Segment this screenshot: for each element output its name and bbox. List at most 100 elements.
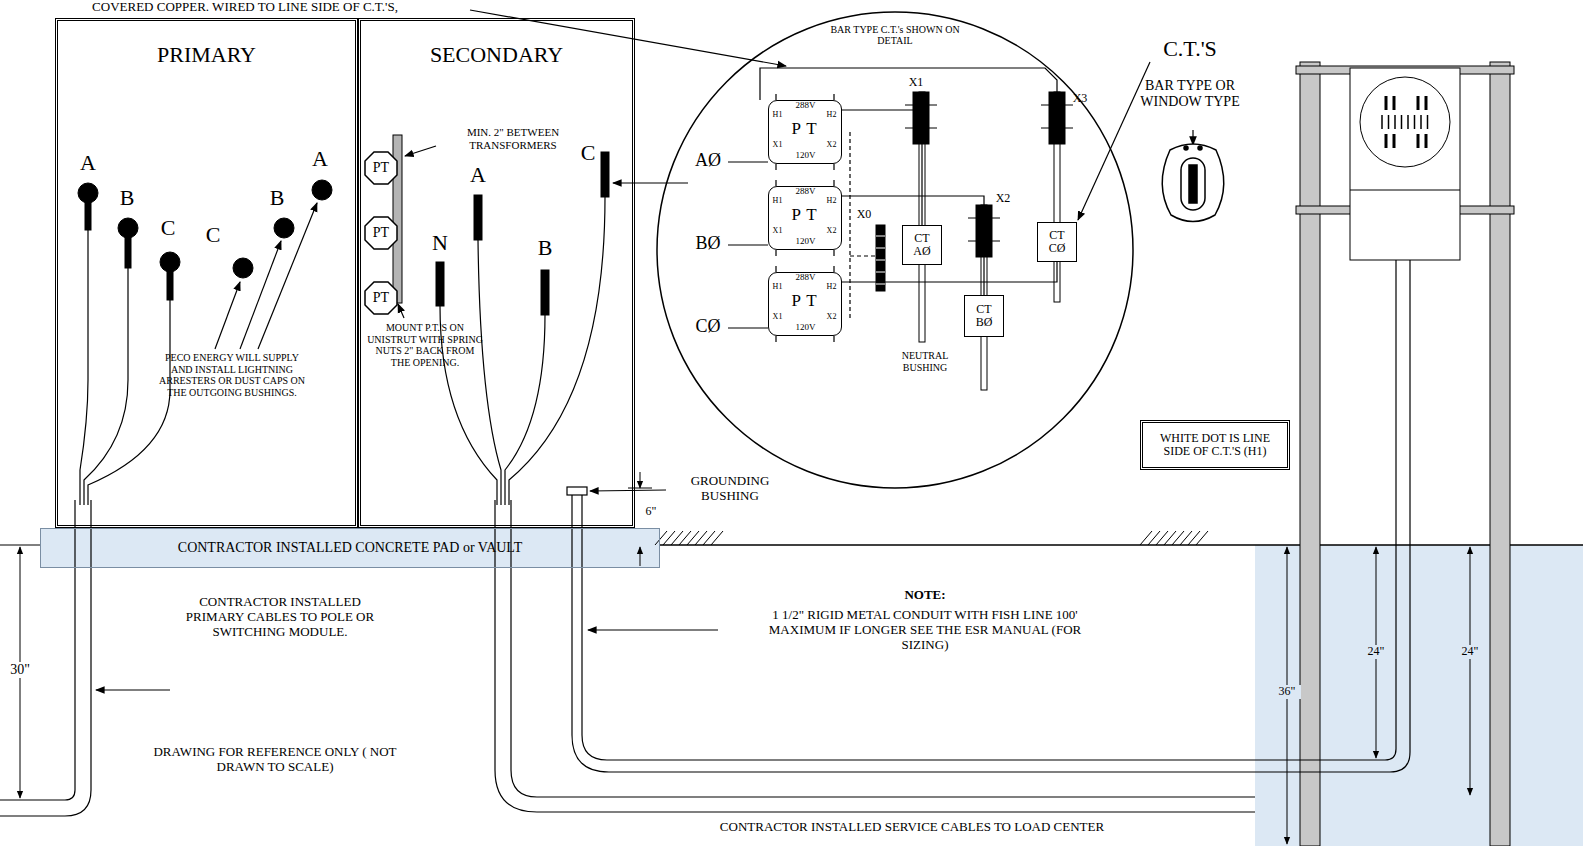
- primary-bushings: [233, 258, 253, 278]
- phase-letter: C: [201, 222, 225, 247]
- potential-transformer: PT: [364, 216, 398, 250]
- terminal-name: X1: [769, 141, 787, 149]
- meter-face: [1414, 115, 1416, 129]
- ground-areas: [660, 544, 1583, 546]
- terminal-name: H1: [769, 111, 787, 119]
- drawing-note: DRAWING FOR REFERENCE ONLY ( NOT DRAWN T…: [135, 745, 415, 775]
- leader-arrows: [405, 146, 436, 156]
- phase-letter: B: [533, 235, 557, 260]
- meter-face: [1393, 96, 1396, 110]
- secondary-bushings: [474, 195, 482, 240]
- transformer-label: P T: [780, 292, 830, 309]
- callout-note: GROUNDING BUSHING: [665, 474, 795, 504]
- meter-face: [1417, 96, 1420, 110]
- dimension-label: 6": [639, 505, 663, 519]
- utility-pole: [1296, 62, 1514, 846]
- primary-cables: [88, 300, 170, 505]
- ground-conduit: [567, 487, 587, 495]
- secondary-bushings: [541, 270, 549, 315]
- part-name: C.T.'S: [1140, 36, 1240, 61]
- primary-cables: [0, 500, 75, 800]
- meter-face: [1381, 115, 1383, 129]
- primary-cables: [0, 500, 91, 816]
- secondary-bushings: [601, 152, 609, 197]
- secondary-cables: [478, 240, 501, 505]
- primary-bushings: [78, 180, 332, 300]
- meter-face: [1420, 115, 1422, 129]
- detail-wiring: [850, 255, 876, 256]
- ground-conduit: [567, 260, 1410, 772]
- terminal-name: X2: [823, 227, 841, 235]
- leader-arrows: [1078, 62, 1150, 220]
- terminal-name: H1: [769, 283, 787, 291]
- callout-note: CONTRACTOR INSTALLED SERVICE CABLES TO L…: [652, 820, 1172, 835]
- ct-bars: [1041, 105, 1073, 128]
- current-transformer: CT AØ: [902, 225, 942, 265]
- octagon-outline: [365, 282, 397, 314]
- ground-areas: [40, 528, 1583, 846]
- callout-note: CONTRACTOR INSTALLED PRIMARY CABLES TO P…: [170, 595, 390, 640]
- leader-arrows: [590, 490, 666, 491]
- phase-name: BØ: [688, 233, 728, 254]
- ct-bars: [876, 225, 885, 291]
- terminal-name: X1: [769, 227, 787, 235]
- primary-bushings: [312, 180, 332, 200]
- secondary-bushings: [436, 262, 444, 306]
- detail-wiring: [728, 244, 768, 245]
- leader-arrows: [215, 282, 240, 349]
- octagon-outline: [365, 152, 397, 184]
- dimension-label: 24": [1362, 645, 1390, 659]
- wire: [842, 196, 984, 295]
- leader-arrows: [240, 241, 281, 349]
- soil-hatching: [711, 531, 723, 545]
- potential-transformer: PT: [364, 281, 398, 315]
- primary-cables: [80, 230, 88, 505]
- current-transformer: CT CØ: [1037, 222, 1077, 262]
- primary-bushings: [274, 218, 294, 238]
- drawing-note: 1 1/2" RIGID METAL CONDUIT WITH FISH LIN…: [760, 608, 1090, 653]
- leader-arrows: [588, 629, 718, 630]
- leader-arrows: [1192, 130, 1193, 145]
- voltage-rating: 120V: [788, 237, 824, 246]
- phase-letter: B: [265, 185, 289, 210]
- dimension-lines: [0, 545, 40, 546]
- concrete-pad-label: CONTRACTOR INSTALLED CONCRETE PAD or VAU…: [175, 540, 525, 555]
- meter-face: [1394, 115, 1396, 129]
- callout-note: MIN. 2" BETWEEN TRANSFORMERS: [438, 126, 588, 151]
- window-ct-symbol: [1162, 144, 1224, 222]
- potential-transformer-label: PT: [370, 225, 392, 240]
- concrete-pad: CONTRACTOR INSTALLED CONCRETE PAD or VAU…: [40, 528, 660, 568]
- soil-hatching: [1196, 531, 1208, 545]
- octagon-outline: [365, 217, 397, 249]
- potential-transformer-label: PT: [370, 160, 392, 175]
- pt-detail-box: 288VH1H2P TX1X2120V: [768, 186, 842, 250]
- window-ct-symbol: [1181, 158, 1205, 210]
- phase-letter: C: [156, 215, 180, 240]
- terminal-name: H2: [823, 197, 841, 205]
- dimension-lines: [0, 472, 1470, 844]
- terminal-name: X1: [769, 313, 787, 321]
- phase-name: AØ: [688, 150, 728, 171]
- dimension-label: 24": [1456, 645, 1484, 659]
- window-ct-symbol: [1198, 146, 1202, 150]
- primary-cables: [0, 230, 170, 816]
- current-transformer-label: CT AØ: [903, 232, 941, 258]
- ct-bars: [876, 236, 885, 284]
- meter-face: [1385, 96, 1388, 110]
- primary-compartment: PRIMARY: [55, 18, 358, 528]
- phase-letter: C: [576, 140, 600, 165]
- dimension-label: 30": [5, 662, 35, 678]
- leader-arrows: [258, 203, 317, 349]
- current-transformer: CT BØ: [964, 295, 1004, 337]
- terminal-name: H2: [823, 283, 841, 291]
- primary-bushings: [167, 269, 173, 300]
- ground-conduit: [572, 260, 1410, 772]
- transformer-label: P T: [780, 120, 830, 137]
- note-box-label: WHITE DOT IS LINE SIDE OF C.T.'S (H1): [1143, 432, 1287, 458]
- callout-note: COVERED COPPER. WIRED TO LINE SIDE OF C.…: [0, 0, 505, 15]
- primary-bushings: [85, 200, 91, 230]
- secondary-bushings: [436, 152, 609, 315]
- compartment-title: PRIMARY: [58, 21, 355, 67]
- secondary-cables: [440, 197, 1255, 812]
